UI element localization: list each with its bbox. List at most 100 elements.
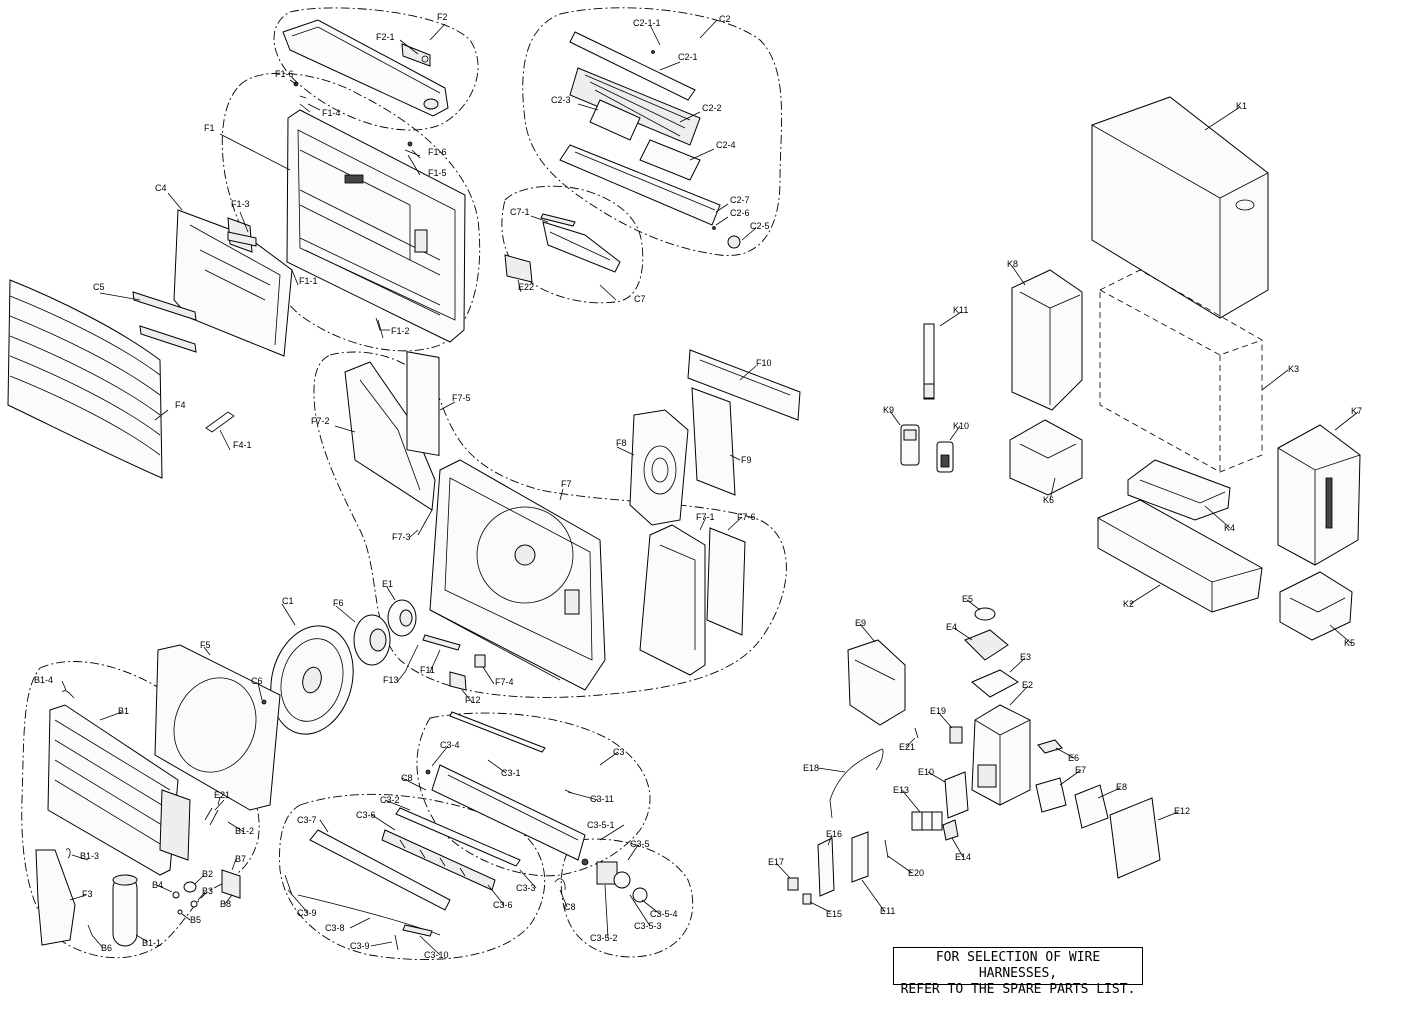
- label-C3-5-4: C3-5-4: [650, 909, 678, 919]
- label-C7-1: C7-1: [510, 207, 530, 217]
- label-F13: F13: [383, 675, 399, 685]
- part-C8-lower: [554, 878, 566, 891]
- label-F1-2: F1-2: [391, 326, 410, 336]
- label-B4: B4: [152, 880, 163, 890]
- label-C3-7: C3-7: [297, 815, 317, 825]
- label-B5: B5: [190, 915, 201, 925]
- label-E8: E8: [1116, 782, 1127, 792]
- label-C3-5-2: C3-5-2: [590, 933, 618, 943]
- part-K2: [1097, 499, 1263, 613]
- label-F7-4: F7-4: [495, 677, 514, 687]
- part-B1-3: [65, 848, 71, 859]
- part-B2: [183, 881, 197, 893]
- part-C3-5: [581, 858, 648, 903]
- note-line-1: FOR SELECTION OF WIRE HARNESSES,: [935, 950, 1101, 981]
- group-outline-C3-lower: [279, 793, 546, 960]
- part-C3-10: [402, 924, 433, 937]
- label-E20: E20: [908, 868, 924, 878]
- label-E21b: E21: [899, 742, 915, 752]
- label-F1: F1: [204, 123, 215, 133]
- label-K6: K6: [1043, 495, 1054, 505]
- label-E6: E6: [1068, 753, 1079, 763]
- part-K11: [923, 323, 935, 400]
- label-F4: F4: [175, 400, 186, 410]
- label-C3-9a: C3-9: [297, 908, 317, 918]
- label-F11: F11: [420, 665, 435, 675]
- label-F7-6: F7-6: [737, 512, 756, 522]
- label-C2-6: C2-6: [730, 208, 750, 218]
- part-F5: [154, 644, 281, 811]
- label-F1-6a: F1-6: [275, 69, 294, 79]
- label-K11: K11: [953, 305, 968, 315]
- part-E3: [971, 669, 1019, 698]
- label-C2-5: C2-5: [750, 221, 770, 231]
- part-E4: [964, 629, 1009, 661]
- label-E3: E3: [1020, 652, 1031, 662]
- part-K7: [1277, 424, 1361, 566]
- label-F10: F10: [756, 358, 772, 368]
- label-K4: K4: [1224, 523, 1235, 533]
- part-C3-2: [395, 807, 521, 867]
- label-F1-1: F1-1: [299, 276, 318, 286]
- label-B6: B6: [101, 943, 112, 953]
- label-E4: E4: [946, 622, 957, 632]
- part-E12: [1109, 797, 1161, 879]
- part-E14: [942, 819, 959, 841]
- label-C3-9b: C3-9: [350, 941, 370, 951]
- part-E15: [802, 893, 812, 905]
- label-E2: E2: [1022, 680, 1033, 690]
- part-F7-6: [706, 527, 746, 636]
- label-E13: E13: [893, 785, 909, 795]
- part-F4-1: [205, 411, 235, 433]
- part-E19: [949, 726, 963, 744]
- label-C3-5-1: C3-5-1: [587, 820, 615, 830]
- label-C2-3: C2-3: [551, 95, 571, 105]
- group-outline-C3-5: [560, 838, 694, 958]
- label-K7: K7: [1351, 406, 1362, 416]
- label-F3: F3: [82, 889, 93, 899]
- part-F7-5: [406, 351, 440, 456]
- label-F8: F8: [616, 438, 627, 448]
- group-outline-C7: [501, 185, 644, 304]
- label-F1-5: F1-5: [428, 168, 447, 178]
- label-F7-2: F7-2: [311, 416, 330, 426]
- part-B3: [190, 900, 198, 908]
- part-F7-1: [639, 524, 706, 676]
- part-F1: [286, 81, 466, 343]
- label-K10: K10: [953, 421, 969, 431]
- part-E5: [974, 607, 996, 621]
- part-B6: [87, 924, 93, 936]
- part-F3: [35, 849, 76, 946]
- label-B1-2: B1-2: [235, 826, 254, 836]
- part-E9: [847, 639, 906, 726]
- part-E7: [1035, 777, 1067, 813]
- label-C3-8: C3-8: [325, 923, 345, 933]
- group-outline-F7: [313, 351, 787, 698]
- part-F7-2: [344, 361, 436, 511]
- label-E14: E14: [955, 852, 971, 862]
- label-F9: F9: [741, 455, 752, 465]
- label-E9: E9: [855, 618, 866, 628]
- part-C5: [132, 291, 197, 353]
- label-C2-1: C2-1: [678, 52, 698, 62]
- label-F7-1: F7-1: [696, 512, 715, 522]
- label-B1-3: B1-3: [80, 851, 99, 861]
- label-E17: E17: [768, 857, 784, 867]
- label-B1-4: B1-4: [34, 675, 53, 685]
- label-E21a: E21: [214, 790, 230, 800]
- part-F11: [422, 634, 461, 651]
- label-E18: E18: [803, 763, 819, 773]
- part-C2-assembly: [559, 31, 741, 249]
- label-F4-1: F4-1: [233, 440, 252, 450]
- part-C1: [270, 625, 354, 735]
- label-E5: E5: [962, 594, 973, 604]
- part-E11: [851, 831, 869, 883]
- label-B1-1: B1-1: [142, 938, 161, 948]
- label-F2-1: F2-1: [376, 32, 395, 42]
- part-B1-1: [112, 874, 138, 947]
- part-C3: [425, 711, 586, 861]
- part-F13: [404, 644, 419, 673]
- label-C2-2: C2-2: [702, 103, 722, 113]
- part-B4: [172, 891, 180, 899]
